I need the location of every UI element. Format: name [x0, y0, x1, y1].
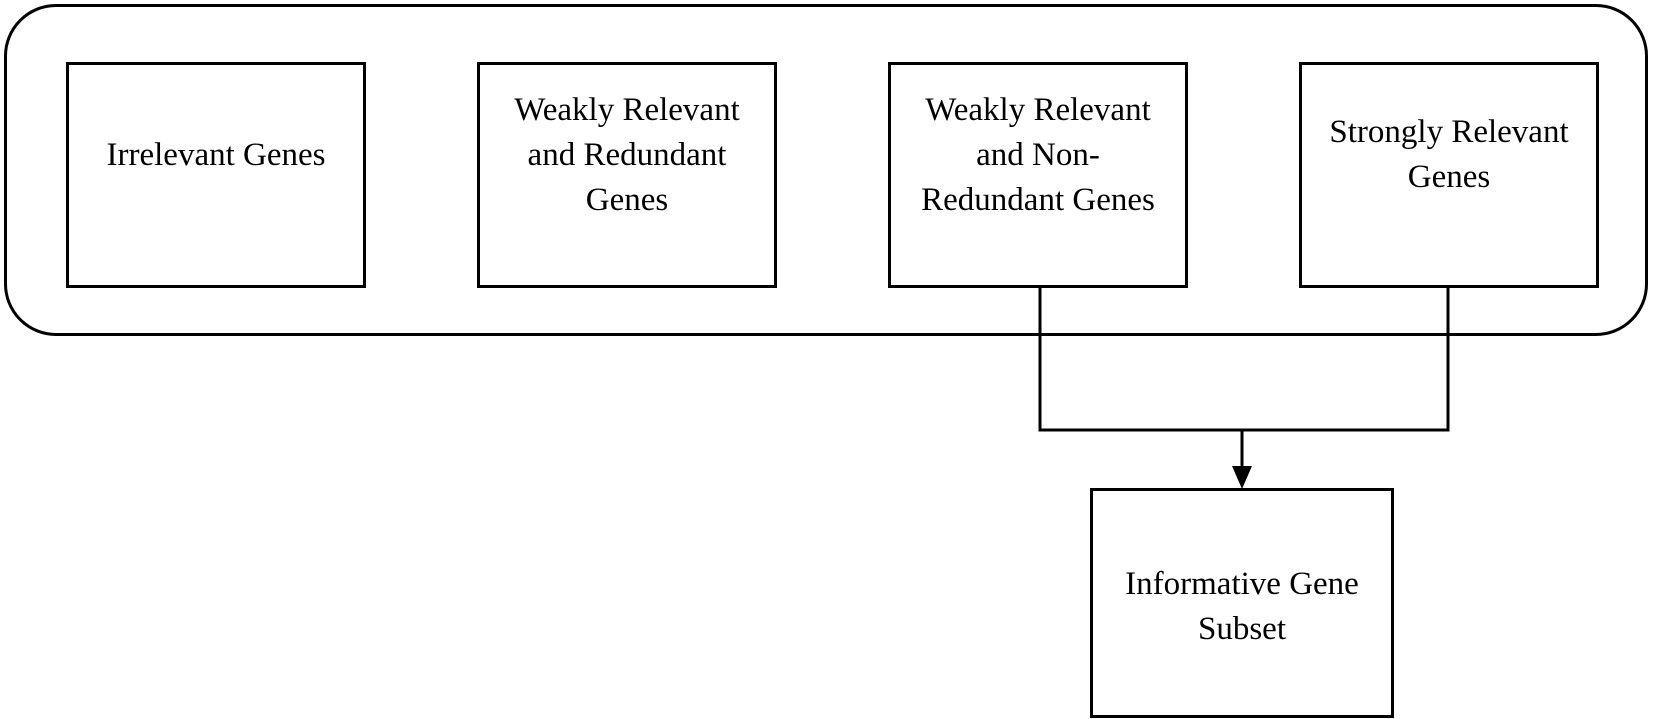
irrelevant-genes-box: Irrelevant Genes	[66, 62, 366, 288]
weakly-relevant-nonredundant-box: Weakly Relevant and Non- Redundant Genes	[888, 62, 1188, 288]
weakly-relevant-nonredundant-label: Weakly Relevant and Non- Redundant Genes	[921, 91, 1155, 218]
arrowhead-icon	[1232, 466, 1252, 489]
weakly-relevant-redundant-label: Weakly Relevant and Redundant Genes	[514, 91, 740, 218]
weakly-relevant-redundant-box: Weakly Relevant and Redundant Genes	[477, 62, 777, 288]
informative-gene-subset-box: Informative Gene Subset	[1090, 488, 1394, 718]
irrelevant-genes-label: Irrelevant Genes	[106, 136, 326, 173]
strongly-relevant-label: Strongly Relevant Genes	[1329, 114, 1569, 195]
informative-gene-subset-label: Informative Gene Subset	[1125, 566, 1359, 647]
strongly-relevant-box: Strongly Relevant Genes	[1299, 62, 1599, 288]
gene-categories-frame	[4, 4, 1648, 336]
